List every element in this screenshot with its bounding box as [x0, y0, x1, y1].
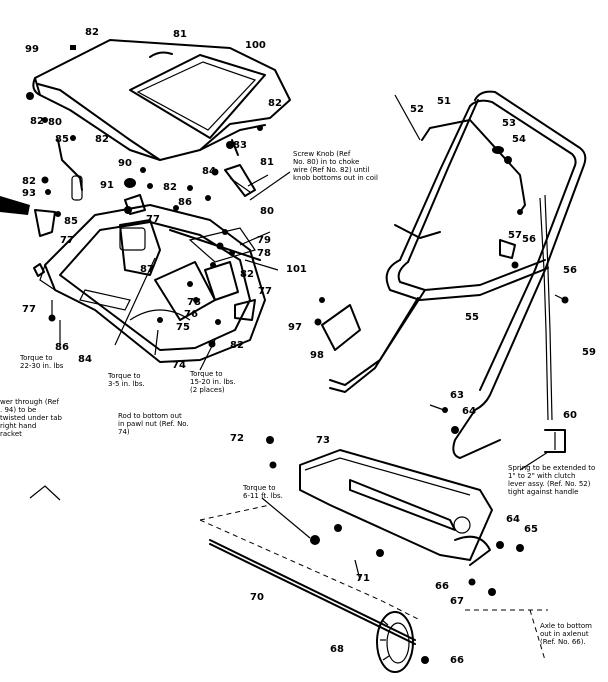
label-57: 57	[508, 230, 522, 241]
label-93: 93	[22, 188, 36, 199]
label-67: 67	[450, 596, 464, 607]
assembly-notes: Screw Knob (Ref No. 80) in to choke wire…	[0, 150, 598, 646]
label-100: 100	[245, 40, 266, 51]
label-82: 82	[163, 182, 177, 193]
leader-lines-left	[59, 171, 291, 371]
label-101: 101	[286, 264, 307, 275]
label-71: 71	[356, 573, 370, 584]
label-77: 77	[258, 286, 272, 297]
label-75: 75	[176, 322, 190, 333]
label-83: 83	[233, 140, 247, 151]
label-59: 59	[582, 347, 596, 358]
label-81: 81	[260, 157, 274, 168]
part-labels: 99 82 81 100 82 80 82 85 82 82 93 90 91 …	[22, 27, 596, 666]
label-56: 56	[522, 234, 536, 245]
label-72: 72	[230, 433, 244, 444]
note-torque-22-30: Torque to 22-30 in. lbs	[19, 354, 64, 370]
corner-mark	[29, 485, 61, 501]
label-98: 98	[310, 350, 324, 361]
label-78: 78	[257, 248, 271, 259]
small-parts-left	[0, 45, 83, 322]
label-51: 51	[437, 96, 451, 107]
label-82: 82	[95, 134, 109, 145]
label-54: 54	[512, 134, 526, 145]
label-85: 85	[64, 216, 78, 227]
label-64: 64	[462, 406, 476, 417]
label-77: 77	[146, 214, 160, 225]
label-65: 65	[524, 524, 538, 535]
label-80: 80	[260, 206, 274, 217]
label-82: 82	[22, 176, 36, 187]
label-81: 81	[173, 29, 187, 40]
label-66: 66	[450, 655, 464, 666]
label-66: 66	[435, 581, 449, 592]
label-91: 91	[100, 180, 114, 191]
label-64: 64	[506, 514, 520, 525]
small-parts-middle	[124, 125, 263, 348]
note-torque-6-11: Torque to 6-11 ft. lbs.	[242, 484, 283, 500]
label-60: 60	[563, 410, 577, 421]
label-55: 55	[465, 312, 479, 323]
housing-deck	[39, 204, 266, 363]
hopper-cover	[32, 39, 291, 161]
handle-assembly	[329, 90, 587, 459]
label-82: 82	[30, 116, 44, 127]
label-82: 82	[268, 98, 282, 109]
label-74: 74	[172, 360, 186, 371]
label-68: 68	[330, 644, 344, 655]
label-99: 99	[25, 44, 39, 55]
label-82: 82	[240, 269, 254, 280]
label-80: 80	[48, 117, 62, 128]
label-76: 76	[184, 309, 198, 320]
note-spring-extend: Spring to be extended to 1" to 2" with c…	[508, 464, 598, 496]
label-52: 52	[410, 104, 424, 115]
label-97: 97	[288, 322, 302, 333]
decal-plate	[314, 297, 361, 351]
label-86: 86	[55, 342, 69, 353]
label-85: 85	[55, 134, 69, 145]
label-78: 78	[187, 297, 201, 308]
label-79: 79	[257, 235, 271, 246]
label-77: 77	[60, 235, 74, 246]
label-87: 87	[140, 264, 154, 275]
axle-wheel-assembly	[199, 436, 548, 673]
label-84: 84	[78, 354, 92, 365]
label-86: 86	[178, 197, 192, 208]
note-wire-through: wer through (Ref . 94) to be twisted und…	[0, 398, 64, 438]
note-torque-3-5: Torque to 3-5 in. lbs.	[107, 372, 145, 388]
label-56: 56	[563, 265, 577, 276]
note-screw-knob: Screw Knob (Ref No. 80) in to choke wire…	[293, 150, 378, 182]
label-63: 63	[450, 390, 464, 401]
label-82: 82	[230, 340, 244, 351]
note-rod-bottom: Rod to bottom out in pawl nut (Ref. No. …	[118, 412, 191, 436]
note-torque-15-20: Torque to 15-20 in. lbs. (2 places)	[189, 370, 238, 394]
note-axle-bottom: Axle to bottom out in axlenut (Ref. No. …	[540, 622, 594, 646]
label-84: 84	[202, 166, 216, 177]
label-73: 73	[316, 435, 330, 446]
label-70: 70	[250, 592, 264, 603]
label-77: 77	[22, 304, 36, 315]
leader-lines-right	[239, 94, 549, 471]
label-82: 82	[85, 27, 99, 38]
label-53: 53	[502, 118, 516, 129]
label-90: 90	[118, 158, 132, 169]
